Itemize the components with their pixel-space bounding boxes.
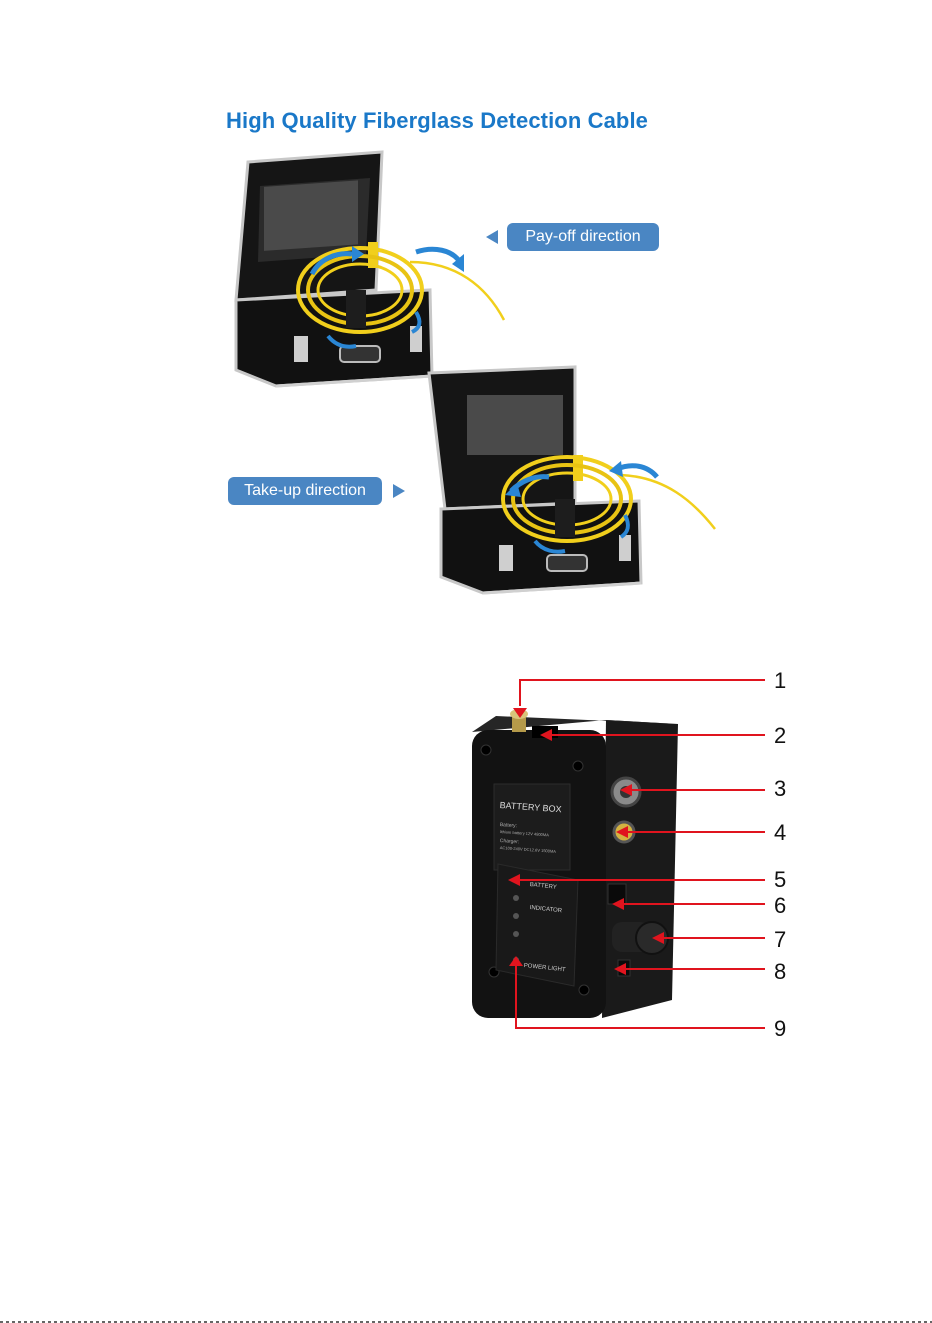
callout-line-1 [520,680,765,706]
callout-number-1: 1 [774,668,786,694]
callout-number-9: 9 [774,1016,786,1042]
callout-number-3: 3 [774,776,786,802]
callout-number-7: 7 [774,927,786,953]
callout-number-5: 5 [774,867,786,893]
callout-number-6: 6 [774,893,786,919]
callout-line-9 [516,962,765,1028]
callout-number-2: 2 [774,723,786,749]
callout-number-8: 8 [774,959,786,985]
callout-number-4: 4 [774,820,786,846]
